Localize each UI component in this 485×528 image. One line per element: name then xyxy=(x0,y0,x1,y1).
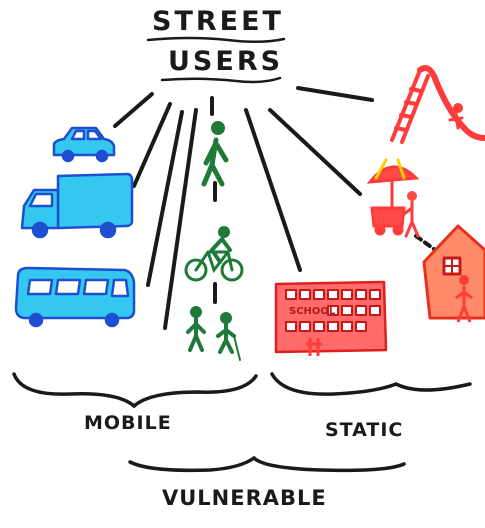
truck-icon xyxy=(20,172,134,239)
pedestrian-icon xyxy=(201,121,229,187)
label-static: STATIC xyxy=(325,419,404,441)
title-line-2: USERS xyxy=(168,46,284,77)
label-vulnerable: VULNERABLE xyxy=(162,486,327,510)
bus-icon xyxy=(14,266,136,328)
school-sign: SCHOOL xyxy=(289,306,336,317)
connector-lines xyxy=(113,86,440,330)
children-icon xyxy=(186,306,241,361)
group-braces xyxy=(12,372,472,473)
title-underlines xyxy=(146,36,286,84)
car-icon xyxy=(52,126,116,163)
school-building-icon xyxy=(274,280,388,356)
house-icon xyxy=(422,224,485,323)
label-mobile: MOBILE xyxy=(84,412,172,434)
street-vendor-icon xyxy=(366,158,420,238)
cyclist-icon xyxy=(184,226,244,282)
title-line-1: STREET xyxy=(152,6,284,37)
playground-slide-icon xyxy=(390,65,485,144)
